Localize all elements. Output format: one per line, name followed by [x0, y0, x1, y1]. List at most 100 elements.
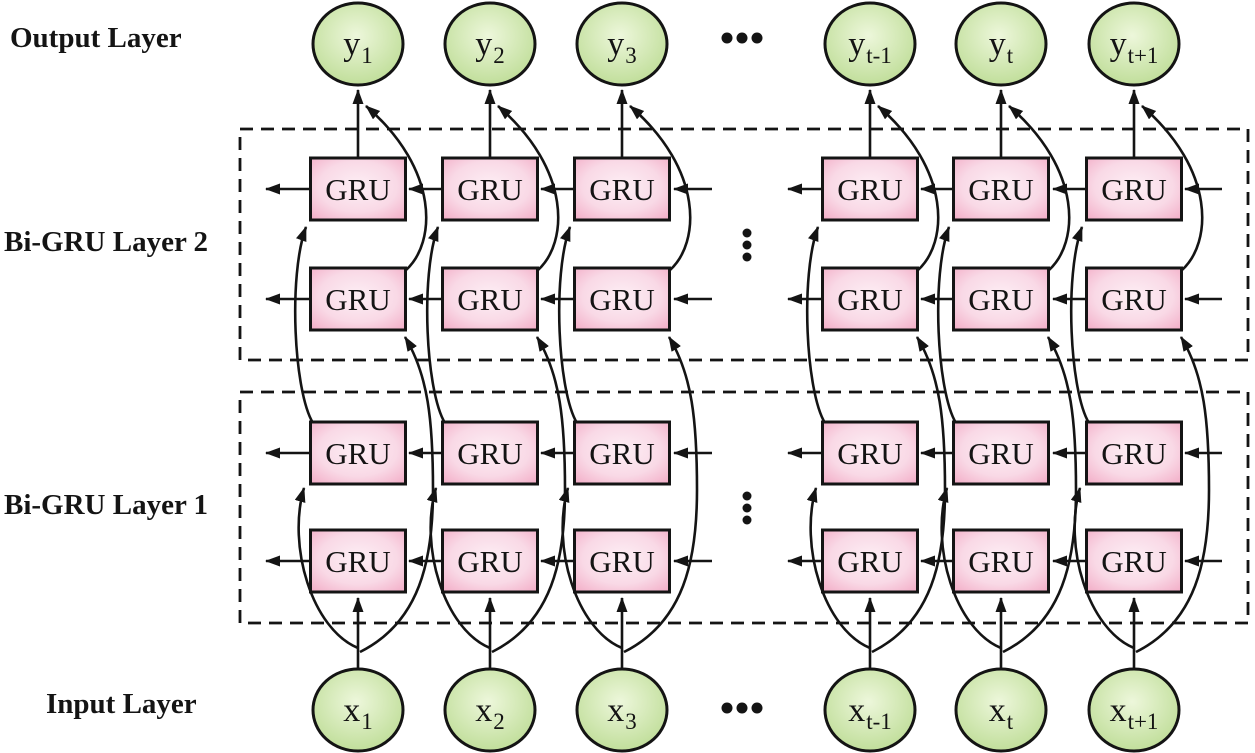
dashed-box-layer2 [238, 127, 1250, 362]
gru-box-label: GRU [325, 172, 390, 207]
gru-box-label: GRU [1101, 436, 1166, 471]
output-node-label: yt-1 [848, 26, 892, 68]
input-node-label: x3 [607, 692, 637, 734]
gru-box [821, 156, 919, 222]
curve-forward-l1-to-l2 [623, 336, 699, 654]
gru-box-label: GRU [1101, 544, 1166, 579]
gru-box [1085, 528, 1183, 594]
horizontal-ellipsis-output [736, 32, 748, 44]
gru-box [309, 156, 407, 222]
input-node-label: x2 [475, 692, 505, 734]
input-node [311, 667, 405, 753]
curve-backward-l1-to-l2 [557, 226, 579, 424]
curve-input-to-backward-l1 [937, 487, 1002, 650]
gru-box [573, 156, 671, 222]
gru-box [821, 420, 919, 486]
gru-box [309, 420, 407, 486]
output-node [443, 1, 537, 87]
vertical-ellipsis-layer1 [742, 515, 752, 525]
horizontal-ellipsis-input [751, 702, 763, 714]
curve-backward-l1-to-l2 [936, 226, 958, 424]
vertical-ellipsis-layer2 [742, 252, 752, 262]
gru-box-label: GRU [968, 172, 1033, 207]
gru-box-label: GRU [1101, 172, 1166, 207]
input-node [575, 667, 669, 753]
vertical-ellipsis-layer1 [742, 491, 752, 501]
curve-forward-l2-to-output [365, 105, 428, 271]
gru-box-label: GRU [457, 436, 522, 471]
gru-box-label: GRU [968, 544, 1033, 579]
gru-box [1085, 420, 1183, 486]
vertical-ellipsis-layer1 [742, 503, 752, 513]
input-node-label: xt [989, 692, 1014, 734]
curve-input-to-backward-l1 [294, 487, 359, 650]
input-node [823, 667, 917, 753]
gru-box-label: GRU [1101, 282, 1166, 317]
output-node [954, 1, 1048, 87]
gru-box [441, 266, 539, 332]
bigru-layer1-label: Bi-GRU Layer 1 [4, 489, 209, 521]
gru-box-label: GRU [837, 172, 902, 207]
output-node [575, 1, 669, 87]
gru-box-label: GRU [325, 436, 390, 471]
curve-forward-l1-to-l2 [871, 336, 947, 654]
gru-box-label: GRU [837, 282, 902, 317]
horizontal-ellipsis-input [736, 702, 748, 714]
curve-input-to-backward-l1 [558, 487, 623, 650]
gru-box-label: GRU [457, 544, 522, 579]
output-node-label: y2 [475, 26, 505, 68]
curve-forward-l1-to-l2 [491, 336, 567, 654]
gru-box [1085, 156, 1183, 222]
curve-input-to-backward-l1 [426, 487, 491, 650]
gru-box [952, 528, 1050, 594]
input-node [443, 667, 537, 753]
output-node-label: yt+1 [1110, 26, 1159, 68]
curve-forward-l1-to-l2 [1002, 336, 1078, 654]
output-node [1087, 1, 1181, 87]
curve-backward-l1-to-l2 [805, 226, 827, 424]
gru-box [821, 528, 919, 594]
input-layer-label: Input Layer [46, 688, 197, 720]
gru-box-label: GRU [325, 282, 390, 317]
gru-box [952, 266, 1050, 332]
output-node-label: y3 [607, 26, 637, 68]
gru-box [441, 528, 539, 594]
gru-box [821, 266, 919, 332]
gru-box [309, 528, 407, 594]
gru-box-label: GRU [589, 282, 654, 317]
bigru-layer2-label: Bi-GRU Layer 2 [4, 226, 209, 258]
input-node [1087, 667, 1181, 753]
gru-box [952, 156, 1050, 222]
output-node [823, 1, 917, 87]
gru-box-label: GRU [968, 436, 1033, 471]
gru-box-label: GRU [837, 436, 902, 471]
gru-box [573, 528, 671, 594]
gru-box-label: GRU [837, 544, 902, 579]
gru-box-label: GRU [325, 544, 390, 579]
gru-box [573, 420, 671, 486]
curve-forward-l2-to-output [1141, 105, 1204, 271]
input-node-label: x1 [343, 692, 373, 734]
gru-box-label: GRU [968, 282, 1033, 317]
output-node [311, 1, 405, 87]
gru-box [573, 266, 671, 332]
curve-forward-l2-to-output [1008, 105, 1071, 271]
curve-input-to-backward-l1 [1070, 487, 1135, 650]
input-node [954, 667, 1048, 753]
gru-box [441, 420, 539, 486]
horizontal-ellipsis-input [721, 702, 733, 714]
gru-box [441, 156, 539, 222]
input-node-label: xt-1 [848, 692, 892, 734]
output-node-label: yt [989, 26, 1014, 68]
curve-forward-l1-to-l2 [359, 336, 435, 654]
vertical-ellipsis-layer2 [742, 240, 752, 250]
dashed-box-layer1 [238, 390, 1250, 625]
curve-forward-l1-to-l2 [1135, 336, 1211, 654]
gru-box-label: GRU [457, 282, 522, 317]
output-layer-label: Output Layer [10, 22, 182, 54]
gru-box [952, 420, 1050, 486]
curve-forward-l2-to-output [497, 105, 560, 271]
curve-backward-l1-to-l2 [293, 226, 315, 424]
